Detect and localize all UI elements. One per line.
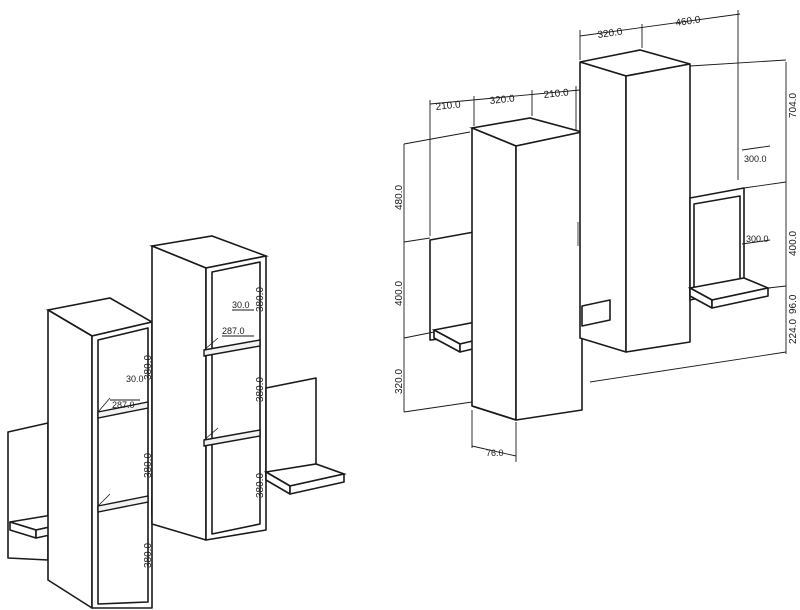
- dim-label: 224.0: [788, 319, 799, 344]
- dim-label: 400.0: [394, 281, 405, 306]
- dim-label: 480.0: [394, 185, 405, 210]
- left-wall-panel: [7, 422, 49, 561]
- dim-label: 400.0: [788, 231, 799, 256]
- dim-label: 380.0: [143, 453, 154, 478]
- dim-label: 210.0: [435, 99, 461, 113]
- dim-label: 380.0: [255, 287, 266, 312]
- dim-label: 704.0: [788, 93, 799, 118]
- dim-label: 30.0: [232, 300, 250, 310]
- dim-label: 380.0: [255, 377, 266, 402]
- dim-label: 320.0: [489, 93, 515, 107]
- dim-label: 287.0: [222, 326, 245, 336]
- front-cabinet-door: [515, 131, 583, 421]
- back-cabinet-door: [625, 63, 691, 353]
- left-bookcase-side: [47, 309, 93, 609]
- between-shelf: [581, 299, 611, 327]
- dim-label: 300.0: [746, 234, 769, 244]
- dim-label: 76.0: [486, 448, 504, 458]
- dim-label: 96.0: [788, 294, 799, 314]
- left-shelving-unit: 380.0 380.0 380.0 380.0 380.0 380.0 287.…: [7, 235, 347, 609]
- dim-label: 300.0: [744, 154, 767, 164]
- dim-label: 380.0: [143, 543, 154, 568]
- dim-label: 210.0: [543, 87, 569, 101]
- dim-label: 380.0: [255, 473, 266, 498]
- dim-label: 30.0: [126, 374, 144, 384]
- dim-label: 320.0: [597, 27, 624, 41]
- dim-label: 380.0: [143, 355, 154, 380]
- front-cabinet-side: [471, 127, 517, 421]
- dim-label: 320.0: [394, 369, 405, 394]
- right-wall-unit: 210.0 320.0 210.0 320.0 460.0 480.0 400.…: [394, 10, 799, 462]
- dim-label: 460.0: [675, 15, 702, 29]
- dim-label: 287.0: [112, 400, 135, 410]
- right-bookcase-side: [151, 245, 207, 541]
